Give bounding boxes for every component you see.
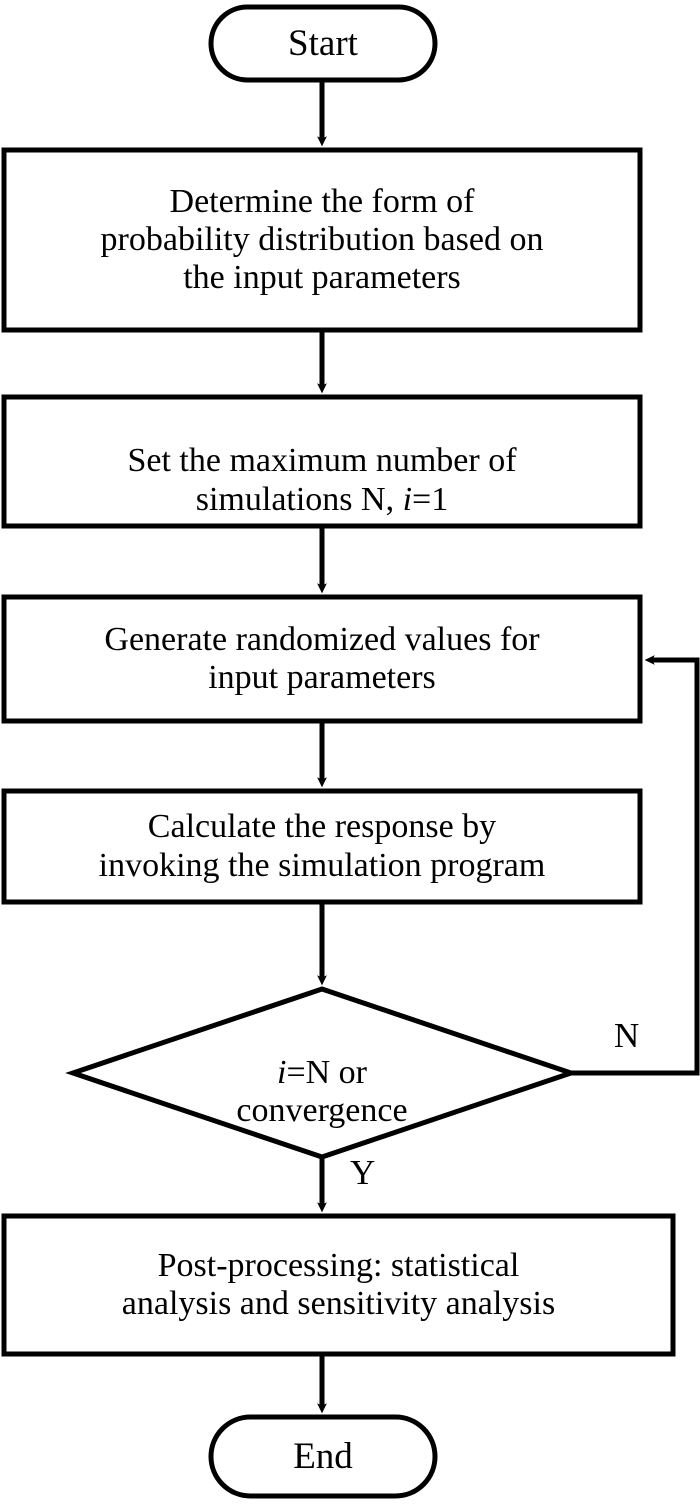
node-post-processing-shape[interactable] — [1, 1213, 676, 1357]
node-generate-random-values-shape[interactable] — [1, 594, 643, 724]
node-end-shape[interactable] — [208, 1414, 438, 1499]
node-set-max-simulations-shape[interactable] — [1, 394, 643, 529]
edge-label-no: N — [614, 1016, 640, 1055]
node-calculate-response-shape[interactable] — [1, 788, 643, 905]
edge-label-yes: Y — [350, 1153, 376, 1192]
node-decision-converged-shape[interactable] — [65, 986, 579, 1160]
edge-decision-no-feedback-loop — [571, 655, 700, 1076]
node-determine-distribution-shape[interactable] — [1, 147, 643, 333]
node-start-shape[interactable] — [208, 4, 438, 83]
